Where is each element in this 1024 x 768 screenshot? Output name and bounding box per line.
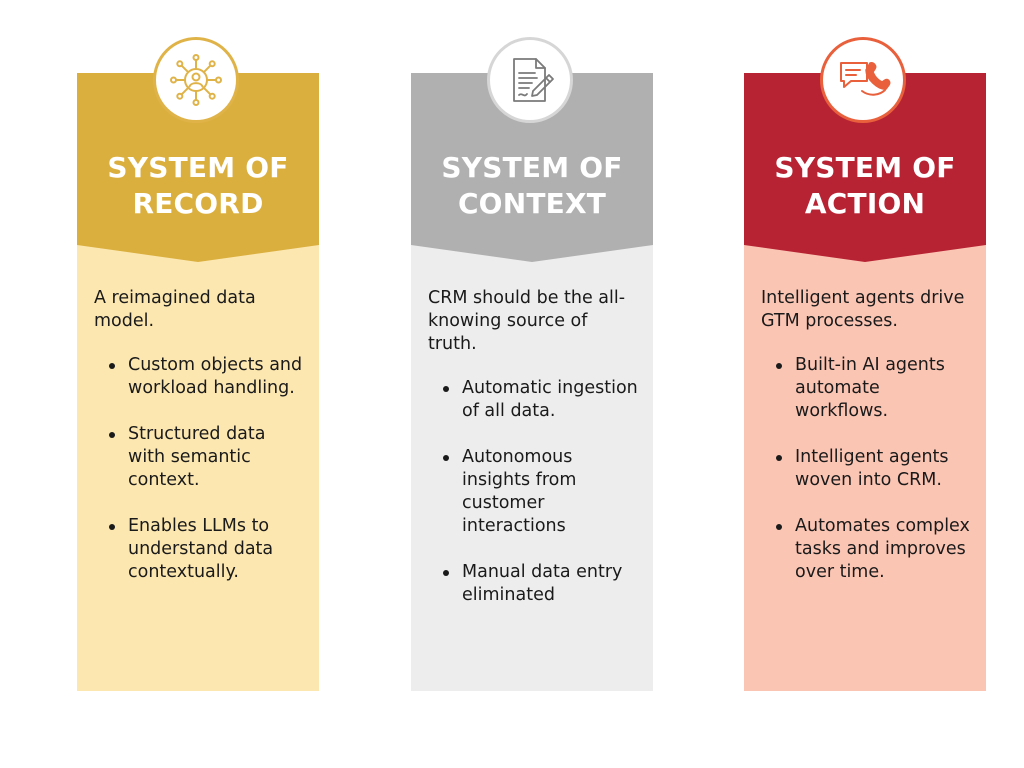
bullet-list: Custom objects and workload handling. St… [94, 354, 307, 584]
column-content: CRM should be the all-knowing source of … [428, 287, 641, 630]
list-item: Automates complex tasks and improves ove… [761, 515, 974, 584]
list-item: Autonomous insights from customer intera… [428, 446, 641, 538]
column-system-of-record: SYSTEM OF RECORD A reimagined data model… [77, 37, 319, 691]
column-system-of-context: SYSTEM OF CONTEXT CRM should be the all-… [411, 37, 653, 691]
column-content: A reimagined data model. Custom objects … [94, 287, 307, 607]
column-title: SYSTEM OF RECORD [107, 151, 289, 220]
column-title: SYSTEM OF ACTION [774, 151, 956, 220]
list-item: Structured data with semantic context. [94, 423, 307, 492]
column-intro: CRM should be the all-knowing source of … [428, 288, 626, 354]
document-pen-icon [487, 37, 573, 123]
column-title: SYSTEM OF CONTEXT [441, 151, 623, 220]
bullet-list: Automatic ingestion of all data. Autonom… [428, 377, 641, 607]
column-intro: A reimagined data model. [94, 288, 256, 331]
column-content: Intelligent agents drive GTM processes. … [761, 287, 974, 607]
list-item: Built-in AI agents automate workflows. [761, 354, 974, 423]
chat-phone-icon [820, 37, 906, 123]
column-system-of-action: SYSTEM OF ACTION Intelligent agents driv… [744, 37, 986, 691]
column-intro: Intelligent agents drive GTM processes. [761, 288, 965, 331]
list-item: Custom objects and workload handling. [94, 354, 307, 400]
list-item: Intelligent agents woven into CRM. [761, 446, 974, 492]
list-item: Enables LLMs to understand data contextu… [94, 515, 307, 584]
bullet-list: Built-in AI agents automate workflows. I… [761, 354, 974, 584]
list-item: Manual data entry eliminated [428, 561, 641, 607]
list-item: Automatic ingestion of all data. [428, 377, 641, 423]
network-user-icon [153, 37, 239, 123]
